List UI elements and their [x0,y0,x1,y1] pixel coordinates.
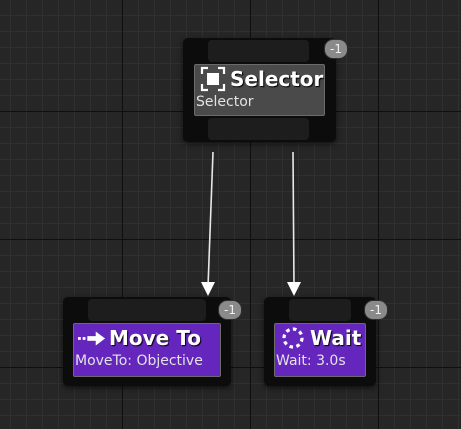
wait-title-row: Wait [275,324,365,352]
move-arrow-icon [78,325,106,351]
selector-output-pin[interactable] [208,118,309,140]
move-to-node-body[interactable]: Move To MoveTo: Objective [73,323,221,377]
wire-arrowhead-move-to [201,282,215,296]
wait-node-body[interactable]: Wait Wait: 3.0s [274,323,366,377]
wire-selector-to-move-to[interactable] [207,151,214,288]
selector-node[interactable]: Selector Selector [183,38,336,142]
wait-spinner-icon [279,325,307,351]
move-to-title-row: Move To [74,324,220,352]
selector-subtitle: Selector [196,94,254,110]
move-to-title: Move To [109,326,201,350]
wire-arrowhead-wait [287,282,301,296]
wait-execution-index-badge: -1 [364,300,388,320]
move-to-input-pin[interactable] [88,299,206,321]
wait-node[interactable]: Wait Wait: 3.0s [264,297,376,386]
move-to-node[interactable]: Move To MoveTo: Objective [63,297,231,386]
selector-title: Selector [230,67,324,91]
selector-input-pin[interactable] [208,40,309,62]
move-to-subtitle: MoveTo: Objective [75,353,203,369]
selector-title-row: Selector [195,65,324,93]
move-to-execution-index-badge: -1 [218,300,242,320]
wait-subtitle: Wait: 3.0s [276,353,346,369]
wait-input-pin[interactable] [289,299,351,321]
selector-icon [199,66,227,92]
wait-title: Wait [310,326,362,350]
selector-execution-index-badge: -1 [324,39,348,59]
selector-node-body[interactable]: Selector Selector [194,64,325,116]
wire-selector-to-wait[interactable] [292,151,295,288]
